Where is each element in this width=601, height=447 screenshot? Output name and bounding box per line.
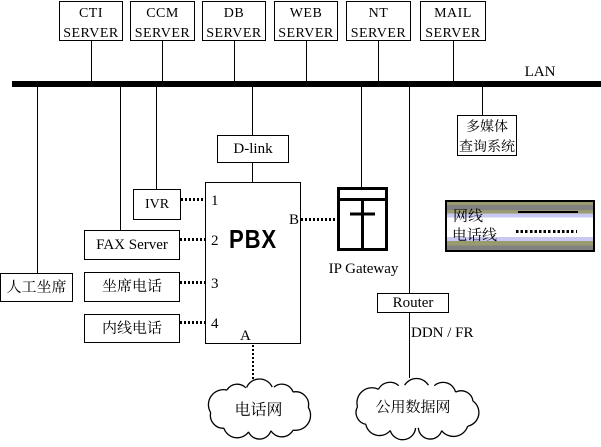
legend-network-line-sample [518,211,578,213]
connector-cti-lan [91,41,92,81]
server-box-nt: NT SERVER [346,1,411,41]
dlink-label: D-link [233,140,273,157]
connector-lan-router [409,87,410,293]
fax-server-label: FAX Server [96,236,168,253]
connector-ccm-lan [162,41,163,81]
server-box-db: DB SERVER [202,1,266,41]
phone-line-internal-pbx [180,321,205,324]
connector-lan-ivr [156,87,157,189]
agent-seat-box: 人工坐席 [0,273,73,302]
pbx-port-4: 4 [211,316,219,332]
phone-line-ivr-pbx [181,198,205,201]
legend-phone-line-label: 电话线 [452,224,498,245]
pbx-label: PBX [229,224,277,254]
server-label: SERVER [278,25,334,41]
phone-line-agent-pbx [180,281,205,284]
phone-line-fax-pbx [180,238,205,241]
cloud-phone-network [207,378,312,440]
ivr-box: IVR [133,189,181,220]
pbx-port-a: A [240,328,251,344]
pbx-port-2: 2 [211,233,219,249]
ddn-fr-label: DDN / FR [411,325,474,341]
server-label: SERVER [134,25,191,41]
server-label: WEB [289,5,323,21]
pbx-box [205,182,301,344]
connector-lan-multimedia [482,87,483,115]
internal-phone-box: 内线电话 [84,314,180,343]
ivr-label: IVR [144,196,170,212]
router-label: Router [392,294,434,311]
server-label: SERVER [425,25,481,41]
server-label: MAIL [434,5,472,21]
phone-line-pbx-ipgateway [301,218,337,221]
server-box-mail: MAIL SERVER [420,1,486,41]
pbx-port-b: B [289,212,300,228]
multimedia-box: 多媒体查询系统 [457,115,517,156]
dlink-box: D-link [217,135,289,163]
server-box-cti: CTI SERVER [59,1,123,41]
connector-lan-agent-seat [37,87,38,273]
agent-seat-label: 人工坐席 [6,276,67,297]
pbx-port-1: 1 [211,193,219,209]
router-box: Router [377,293,449,313]
server-label: SERVER [63,25,119,41]
server-label: NT [368,5,389,21]
agent-phone-label: 坐席电话 [101,275,162,296]
agent-phone-box: 坐席电话 [84,272,180,302]
legend-phone-line-sample [516,230,577,233]
server-box-ccm: CCM SERVER [130,1,195,41]
legend-box [445,200,595,252]
connector-lan-fax [120,87,121,231]
connector-lan-ipgateway [361,87,362,187]
server-box-web: WEB SERVER [274,1,338,41]
cloud-phone-network-label: 电话网 [234,397,283,420]
multimedia-label-line1: 多媒体 [466,115,508,136]
ip-gateway-icon [337,187,388,251]
connector-router-cloud [409,313,410,378]
multimedia-label-line2: 查询系统 [459,135,515,156]
connector-nt-lan [378,41,379,81]
server-label: SERVER [350,25,407,41]
connector-dlink-pbx [252,162,253,182]
server-label: CTI [78,5,104,21]
cloud-public-data-network [355,377,480,441]
connector-mail-lan [453,41,454,81]
internal-phone-label: 内线电话 [101,316,162,338]
server-label: SERVER [206,25,262,41]
cloud-public-data-network-label: 公用数据网 [375,396,451,417]
fax-server-box: FAX Server [84,230,180,260]
lan-label: LAN [524,64,556,80]
connector-lan-dlink [252,87,253,135]
pbx-port-3: 3 [211,276,219,292]
server-label: CCM [146,5,179,21]
legend-network-line-label: 网线 [453,205,484,226]
connector-web-lan [306,41,307,81]
connector-db-lan [234,41,235,81]
lan-bus [12,81,601,87]
ip-gateway-label: IP Gateway [328,261,399,277]
server-label: DB [223,5,245,21]
phone-line-pbx-phonenet [251,345,254,379]
